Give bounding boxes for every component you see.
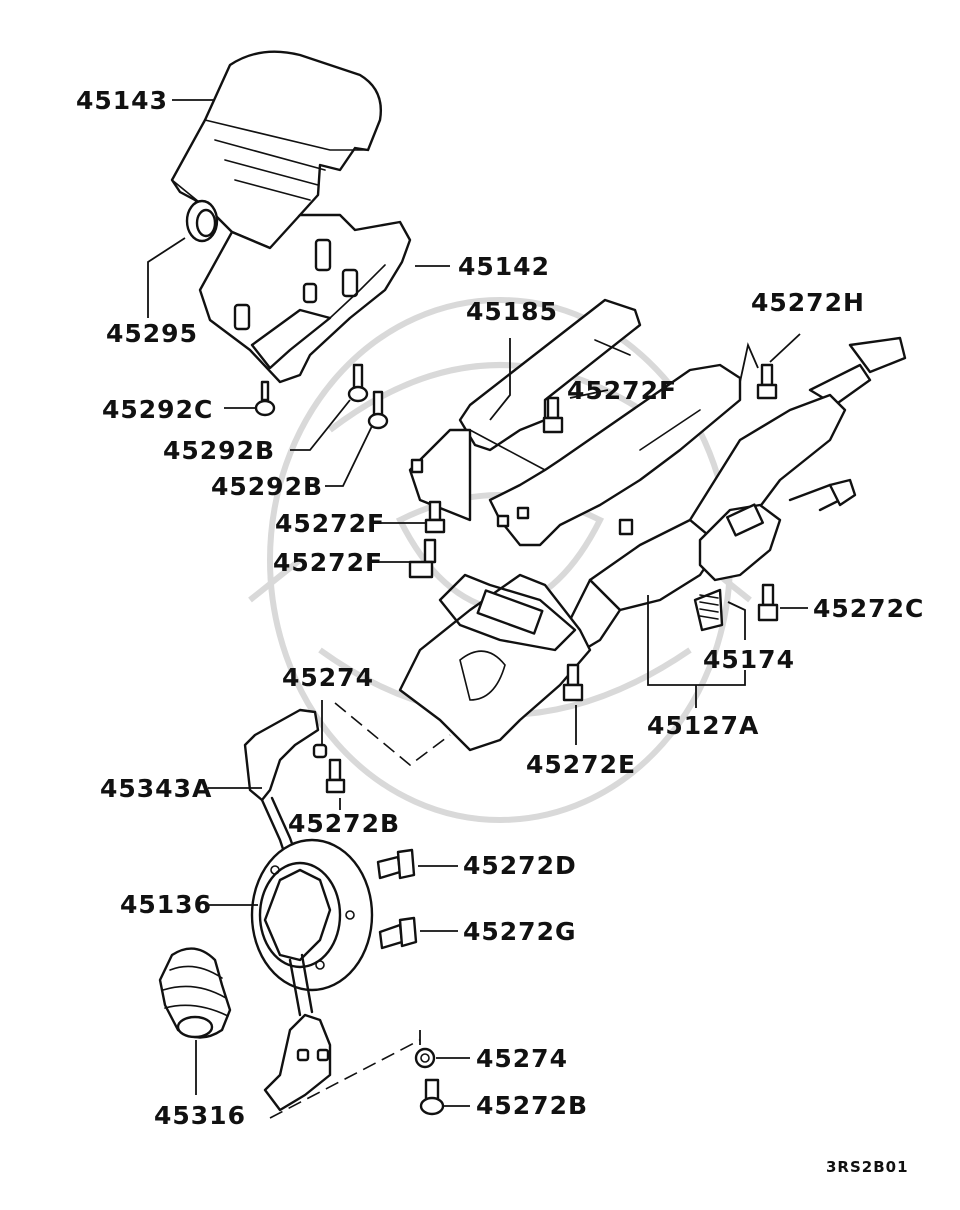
seal-ring	[185, 199, 219, 243]
label-45174: 45174	[703, 645, 795, 674]
label-45136: 45136	[120, 890, 212, 919]
label-45143: 45143	[76, 86, 168, 115]
label-45292b-1: 45292B	[163, 436, 275, 465]
steering-column-assembly	[398, 336, 907, 752]
column-hole-cover-plate	[250, 838, 374, 1017]
cover-screws	[254, 363, 389, 430]
dust-boot	[158, 947, 232, 1039]
label-45292c: 45292C	[102, 395, 213, 424]
label-45316: 45316	[154, 1101, 246, 1130]
label-45272b-2: 45272B	[476, 1091, 588, 1120]
label-45272b-1: 45272B	[288, 809, 400, 838]
diagram-code: 3RS2B01	[826, 1158, 909, 1176]
label-45272h: 45272H	[751, 288, 865, 317]
intermediate-shaft-lower-joint	[263, 1013, 332, 1112]
bolt-45272f-3	[408, 538, 437, 579]
label-45274-2: 45274	[476, 1044, 568, 1073]
label-45272f-2: 45272F	[275, 509, 385, 538]
label-45292b-2: 45292B	[211, 472, 323, 501]
bolt-45272h	[756, 363, 778, 400]
label-45272f-1: 45272F	[567, 376, 677, 405]
label-45274-1: 45274	[282, 663, 374, 692]
nut-45274	[414, 1047, 436, 1069]
bolt-45272g	[378, 916, 418, 950]
label-45272g: 45272G	[463, 917, 577, 946]
screw-45292b-2	[367, 390, 389, 430]
screw-45292b-1	[347, 363, 369, 403]
label-45185: 45185	[466, 297, 558, 326]
bolt-45272b	[419, 1078, 445, 1116]
loose-fasteners	[376, 848, 445, 1116]
bolt-45272c	[757, 583, 779, 622]
column-bolts	[408, 363, 779, 702]
leader-lines	[147, 99, 808, 1119]
part-labels: 45143 45142 45295 45292C 45292B 45292B 4…	[76, 86, 924, 1176]
label-45343a: 45343A	[100, 774, 212, 803]
label-45272e: 45272E	[526, 750, 636, 779]
bolt-45272f-2	[424, 500, 446, 534]
bolt-45272e	[562, 663, 584, 702]
label-45142: 45142	[458, 252, 550, 281]
bolt-45272d	[376, 848, 416, 880]
column-support-bracket	[408, 298, 742, 547]
label-45272f-3: 45272F	[273, 548, 383, 577]
label-45127a: 45127A	[647, 711, 759, 740]
label-45295: 45295	[106, 319, 198, 348]
label-45272c: 45272C	[813, 594, 924, 623]
label-45272d: 45272D	[463, 851, 577, 880]
screw-45292c	[254, 380, 276, 417]
lower-column-cover	[198, 213, 412, 384]
bolt-45272f-1	[542, 396, 564, 434]
